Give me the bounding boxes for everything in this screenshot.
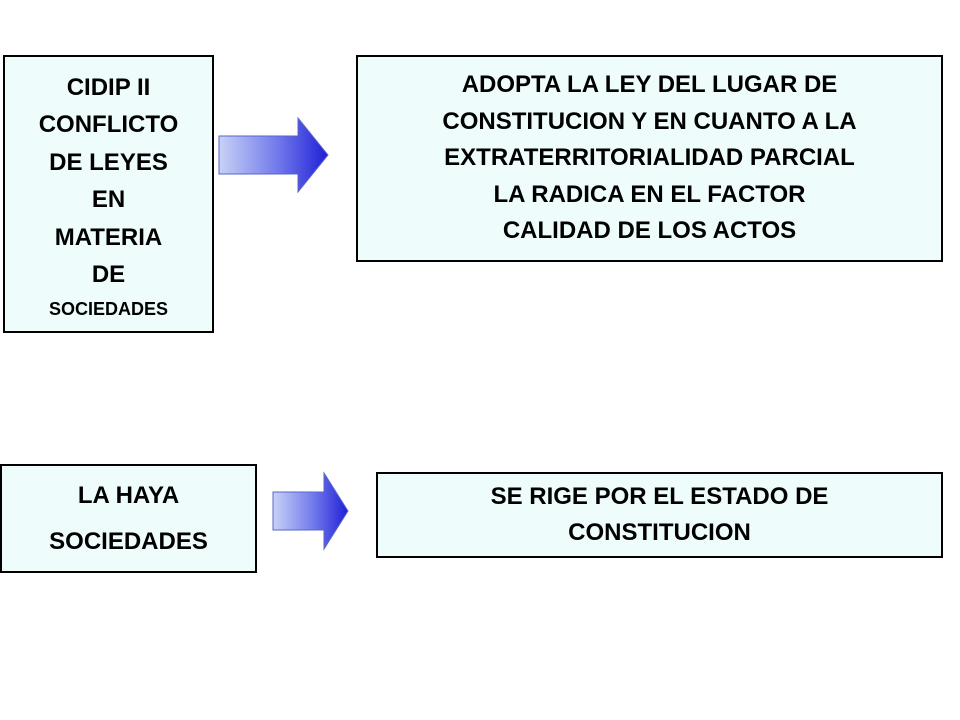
adopta-line-2: CONSTITUCION Y EN CUANTO A LA: [442, 107, 857, 135]
cidip-box: CIDIP II CONFLICTO DE LEYES EN MATERIA D…: [3, 55, 214, 333]
cidip-line-3: DE LEYES: [49, 148, 168, 176]
adopta-line-4: LA RADICA EN EL FACTOR: [493, 180, 806, 208]
la-haya-box: LA HAYA SOCIEDADES: [0, 464, 257, 573]
cidip-line-5: MATERIA: [54, 223, 163, 251]
adopta-line-5: CALIDAD DE LOS ACTOS: [502, 217, 797, 245]
cidip-line-2: CONFLICTO: [38, 111, 179, 138]
adopta-line-3: EXTRATERRITORIALIDAD PARCIAL: [444, 144, 855, 172]
right-arrow-icon: [218, 116, 329, 194]
haya-line-2: SOCIEDADES: [49, 527, 208, 555]
cidip-line-1: CIDIP II: [66, 73, 151, 101]
adopta-line-1: ADOPTA LA LEY DEL LUGAR DE: [461, 71, 838, 99]
haya-line-1: LA HAYA: [77, 481, 180, 509]
rige-line-1: SE RIGE POR EL ESTADO DE: [490, 482, 829, 510]
adopta-box: ADOPTA LA LEY DEL LUGAR DE CONSTITUCION …: [356, 55, 943, 262]
cidip-line-4: EN: [91, 186, 126, 213]
rige-line-2: CONSTITUCION: [568, 519, 751, 546]
cidip-line-6: DE: [91, 261, 126, 288]
cidip-line-7: SOCIEDADES: [48, 298, 169, 319]
right-arrow-icon: [272, 471, 349, 551]
se-rige-box: SE RIGE POR EL ESTADO DE CONSTITUCION: [376, 472, 943, 558]
